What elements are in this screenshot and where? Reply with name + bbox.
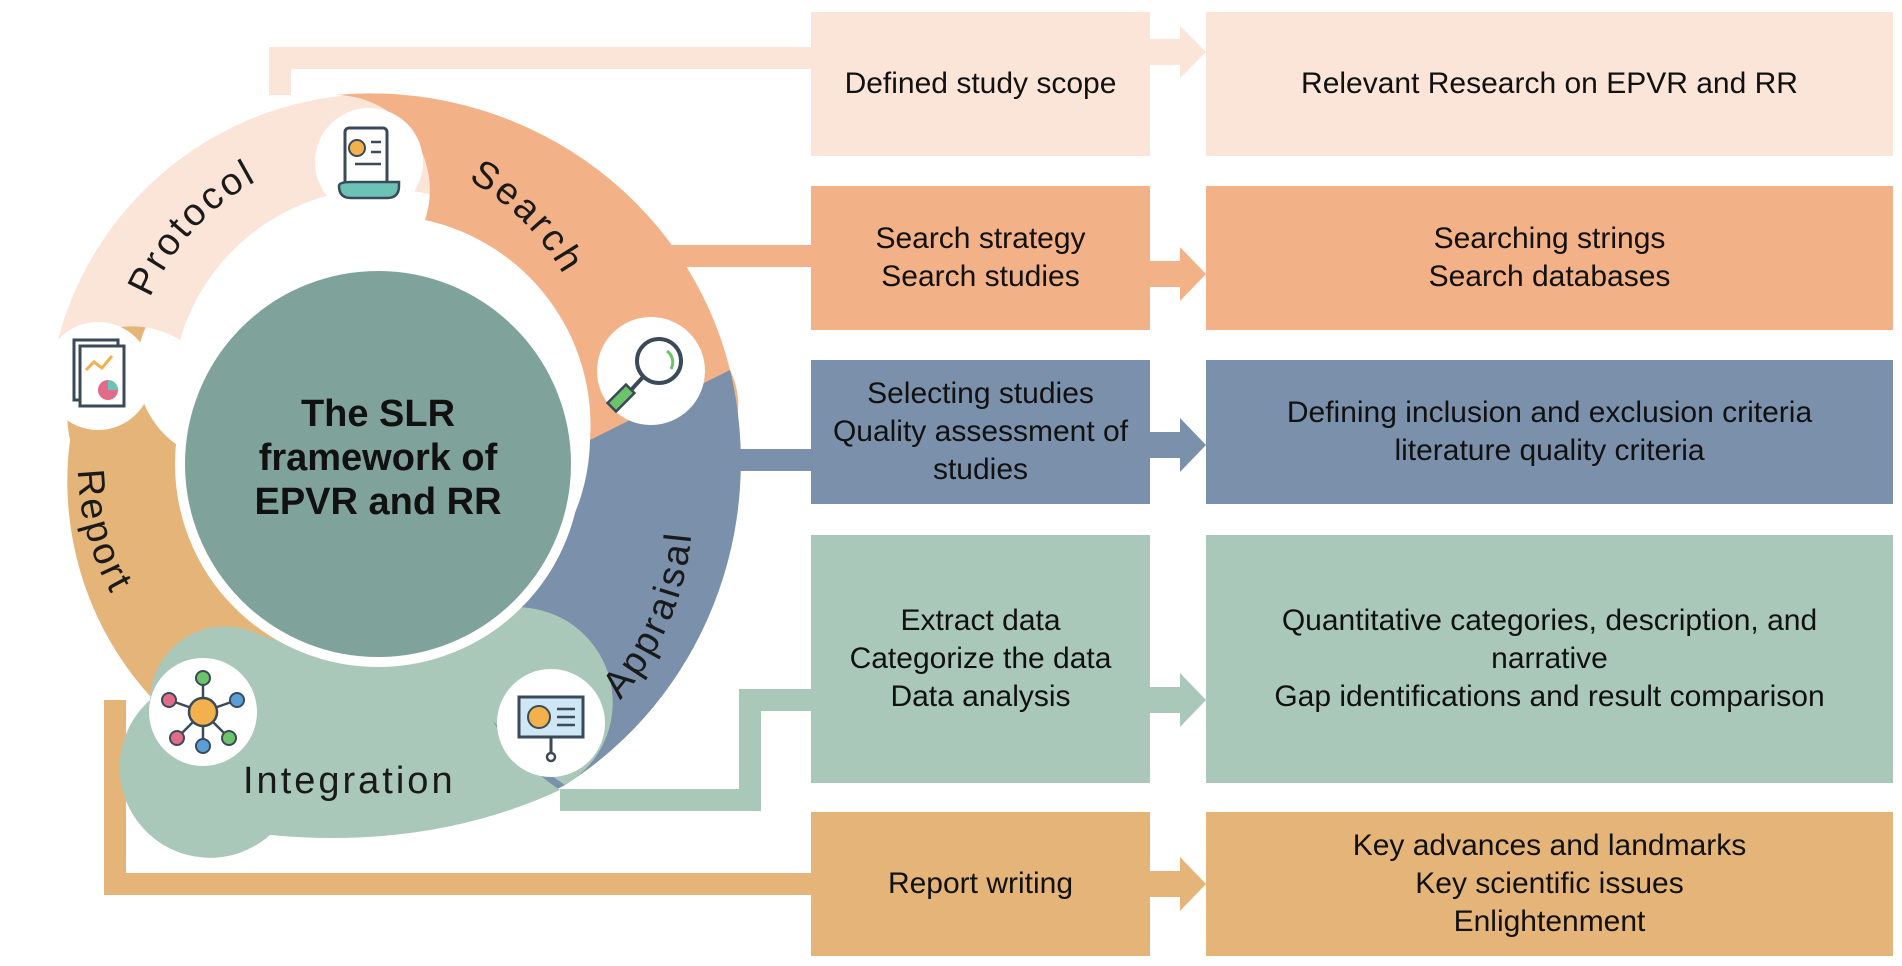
outcome-line: Quantitative categories, description, an… [1281,604,1818,637]
appraisal-arrow [1150,418,1206,472]
search-arrow [1150,247,1206,301]
step-line: Data analysis [890,680,1071,713]
appraisal-outcome-box: Defining inclusion and exclusion criteri… [1206,360,1893,504]
step-line: studies [932,453,1029,486]
protocol-arrow [1150,26,1206,78]
integration-outcome-box: Quantitative categories, description, an… [1206,535,1893,783]
magnifier-icon [597,317,705,425]
outcome-line: Gap identifications and result compariso… [1274,680,1825,713]
center-title-line: framework of [258,437,498,479]
integration-step-box: Extract data Categorize the data Data an… [811,535,1150,783]
search-outcome-box: Searching strings Search databases [1206,186,1893,330]
integration-arrow [1150,673,1206,727]
step-line: Quality assessment of [832,415,1129,448]
center-title-line: The SLR [300,393,456,435]
outcome-line: Defining inclusion and exclusion criteri… [1286,396,1813,429]
center-circle [175,261,581,667]
protocol-outcome-box: Relevant Research on EPVR and RR [1206,12,1893,156]
integration-label: Integration [243,760,456,802]
outcome-line: narrative [1491,642,1608,675]
outcome-line: Search databases [1428,260,1671,293]
step-line: Report writing [887,867,1074,900]
step-line: Extract data [900,604,1061,637]
outcome-line: Searching strings [1433,222,1666,255]
certificate-scroll-icon [315,108,423,216]
outcome-line: Relevant Research on EPVR and RR [1301,67,1798,100]
report-connector [104,700,812,895]
icon-group [44,108,705,777]
protocol-connector [269,47,812,95]
outcome-line: Key advances and landmarks [1352,829,1747,862]
outcome-line: Enlightenment [1453,905,1646,938]
step-line: Search studies [881,260,1080,293]
integration-connector [560,689,812,811]
step-line: Defined study scope [844,67,1117,100]
report-outcome-box: Key advances and landmarks Key scientifi… [1206,812,1893,956]
outcome-line: Key scientific issues [1415,867,1684,900]
outcome-line: literature quality criteria [1394,434,1705,467]
report-arrow [1150,857,1206,911]
center-title-line: EPVR and RR [254,481,502,523]
report-document-icon [44,322,152,430]
search-step-box: Search strategy Search studies [811,186,1150,330]
step-line: Search strategy [875,222,1086,255]
step-line: Selecting studies [867,377,1094,410]
step-line: Categorize the data [849,642,1112,675]
center-title: The SLR framework of EPVR and RR [212,392,544,524]
connectors [104,26,1206,911]
appraisal-step-box: Selecting studies Quality assessment of … [811,360,1150,504]
report-step-box: Report writing [811,812,1150,956]
protocol-step-box: Defined study scope [811,12,1150,156]
presentation-board-icon [497,669,605,777]
network-person-icon [149,658,257,766]
